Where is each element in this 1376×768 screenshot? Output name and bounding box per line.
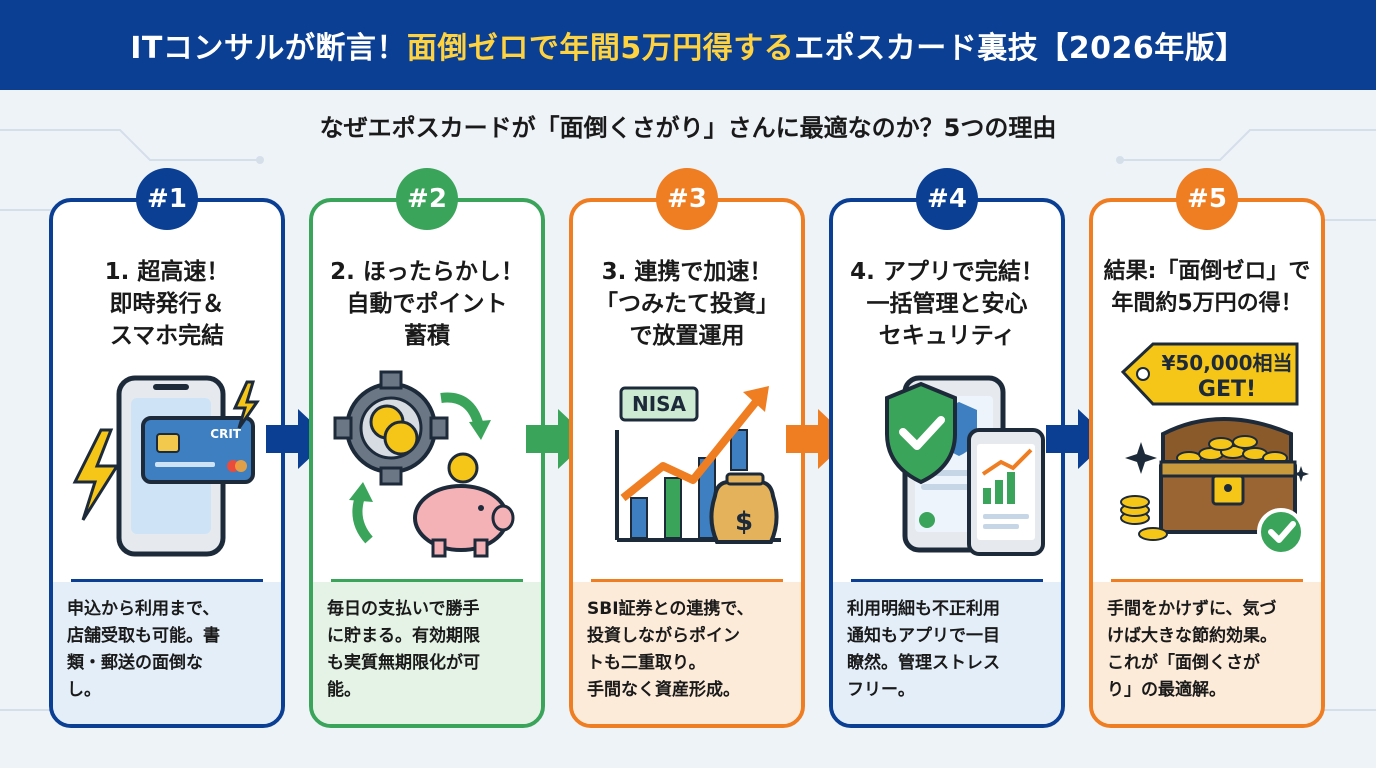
badge-3: #3 — [656, 168, 718, 230]
tag-get-text: GET! — [1198, 377, 1256, 402]
card-description: 申込から利用まで、 店舗受取も可能。書 類・郵送の面倒な し。 — [53, 582, 281, 724]
reason-card-3: 3. 連携で加速！ 「つみたて投資」 で放置運用 NISA $ SBI証券との連… — [569, 198, 805, 728]
card-description: 毎日の支払いで勝手 に貯まる。有効期限 も実質無期限化が可 能。 — [313, 582, 541, 724]
card-title: 4. アプリで完結！ 一括管理と安心 セキュリティ — [850, 259, 1044, 349]
section-subtitle: なぜエポスカードが「面倒くさがり」さんに最適なのか？5つの理由 — [319, 114, 1057, 142]
divider — [331, 579, 523, 582]
card-title: 1. 超高速！ 即時発行＆ スマホ完結 — [104, 259, 230, 349]
svg-text:$: $ — [735, 507, 753, 537]
badge-4: #4 — [916, 168, 978, 230]
title-highlight: 面倒ゼロで年間5万円得する — [406, 31, 795, 66]
reason-card-5: 結果:「面倒ゼロ」で 年間約5万円の得！ ¥50,000相当 GET! 手間をか… — [1089, 198, 1325, 728]
badge-2: #2 — [396, 168, 458, 230]
reason-card-1: 1. 超高速！ 即時発行＆ スマホ完結 CRIT 申込から利用まで、 店舗受取も… — [49, 198, 285, 728]
shield-check-phone-tablet-icon — [885, 375, 1045, 556]
divider — [591, 579, 783, 582]
tag-value-text: ¥50,000相当 — [1161, 351, 1292, 375]
card-description: SBI証券との連携で、 投資しながらポイン トも二重取り。 手間なく資産形成。 — [573, 582, 801, 724]
page-title: ITコンサルが断言！面倒ゼロで年間5万円得するエポスカード裏技【2026年版】 — [130, 31, 1246, 66]
badge-5: #5 — [1176, 168, 1238, 230]
card-title: 3. 連携で加速！ 「つみたて投資」 で放置運用 — [595, 259, 779, 349]
card-title: 2. ほったらかし！ 自動でポイント 蓄積 — [330, 259, 524, 349]
reason-card-2: 2. ほったらかし！ 自動でポイント 蓄積 毎日の支払いで勝手 に貯まる。有効期… — [309, 198, 545, 728]
divider — [851, 579, 1043, 582]
card-description: 手間をかけずに、気づ けば大きな節約効果。 これが「面倒くさが り」の最適解。 — [1093, 582, 1321, 724]
divider — [1111, 579, 1303, 582]
nisa-growth-chart-moneybag-icon: NISA $ — [615, 386, 781, 544]
card-brand-text: CRIT — [210, 427, 242, 441]
treasure-chest-price-tag-icon: ¥50,000相当 GET! — [1120, 342, 1309, 556]
smartphone-card-lightning-icon: CRIT — [72, 375, 260, 557]
nisa-label: NISA — [632, 392, 687, 416]
card-description: 利用明細も不正利用 通知もアプリで一目 瞭然。管理ストレス フリー。 — [833, 582, 1061, 724]
gear-coins-piggybank-icon — [333, 370, 515, 558]
card-title: 結果:「面倒ゼロ」で 年間約5万円の得！ — [1103, 259, 1311, 316]
header-banner: ITコンサルが断言！面倒ゼロで年間5万円得するエポスカード裏技【2026年版】 — [0, 0, 1376, 90]
divider — [71, 579, 263, 582]
reason-card-4: 4. アプリで完結！ 一括管理と安心 セキュリティ 利用明細も不正利用 通知もア… — [829, 198, 1065, 728]
badge-1: #1 — [136, 168, 198, 230]
